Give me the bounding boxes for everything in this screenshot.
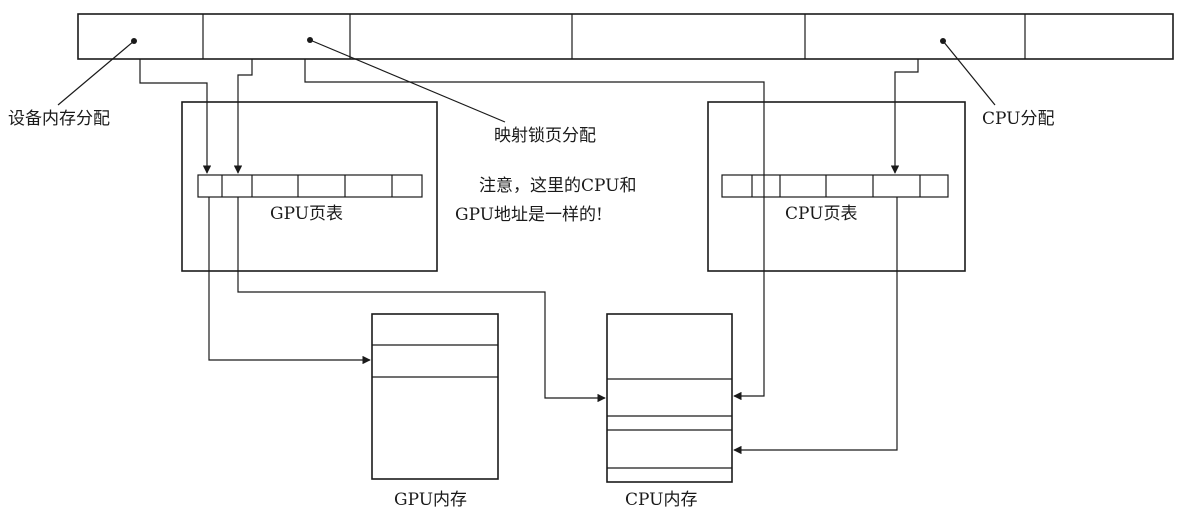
device-alloc-to-gpu-table-arrow xyxy=(139,59,212,174)
address-bar-outline xyxy=(77,13,1174,60)
gpu-page-table-frame xyxy=(181,101,438,272)
gpu-memory-block: GPU内存 xyxy=(371,313,499,510)
mapped-alloc-to-gpu-table-arrow xyxy=(233,59,253,174)
note-line-2: GPU地址是一样的! xyxy=(455,205,603,225)
mapped-pinned-alloc-label: 映射锁页分配 xyxy=(494,126,596,146)
cpu-page-table-frame xyxy=(707,101,966,272)
cpu-memory-block: CPU内存 xyxy=(606,313,733,510)
note-line-1: 注意，这里的CPU和 xyxy=(479,176,636,196)
cpu-page-table-strip xyxy=(721,174,949,198)
gpu-page-table-strip xyxy=(197,174,423,198)
mapped-alloc-to-cpu-memory-arrow xyxy=(304,59,765,401)
cpu-alloc-leader-line xyxy=(942,40,996,106)
gpu-page-table-label: GPU页表 xyxy=(270,204,343,224)
cpu-table-to-cpu-memory-arrow xyxy=(733,197,898,455)
cpu-page-table-label: CPU页表 xyxy=(785,204,857,224)
cpu-memory-frame xyxy=(606,313,733,483)
cpu-alloc-to-cpu-table-arrow xyxy=(890,59,919,174)
gpu-page-table-box: GPU页表 xyxy=(181,101,438,272)
cpu-page-table-box: CPU页表 xyxy=(707,101,966,272)
cpu-alloc-label: CPU分配 xyxy=(982,109,1054,129)
gpu-table-to-cpu-memory-arrow xyxy=(237,197,606,403)
device-alloc-label: 设备内存分配 xyxy=(8,109,110,129)
cpu-memory-label: CPU内存 xyxy=(625,490,697,510)
address-space-bar xyxy=(77,13,1174,60)
gpu-table-to-gpu-memory-arrow xyxy=(208,197,371,365)
gpu-memory-frame xyxy=(371,313,499,480)
mapped-alloc-leader-line xyxy=(309,39,506,123)
device-alloc-leader-line xyxy=(57,40,135,106)
gpu-memory-label: GPU内存 xyxy=(394,490,467,510)
